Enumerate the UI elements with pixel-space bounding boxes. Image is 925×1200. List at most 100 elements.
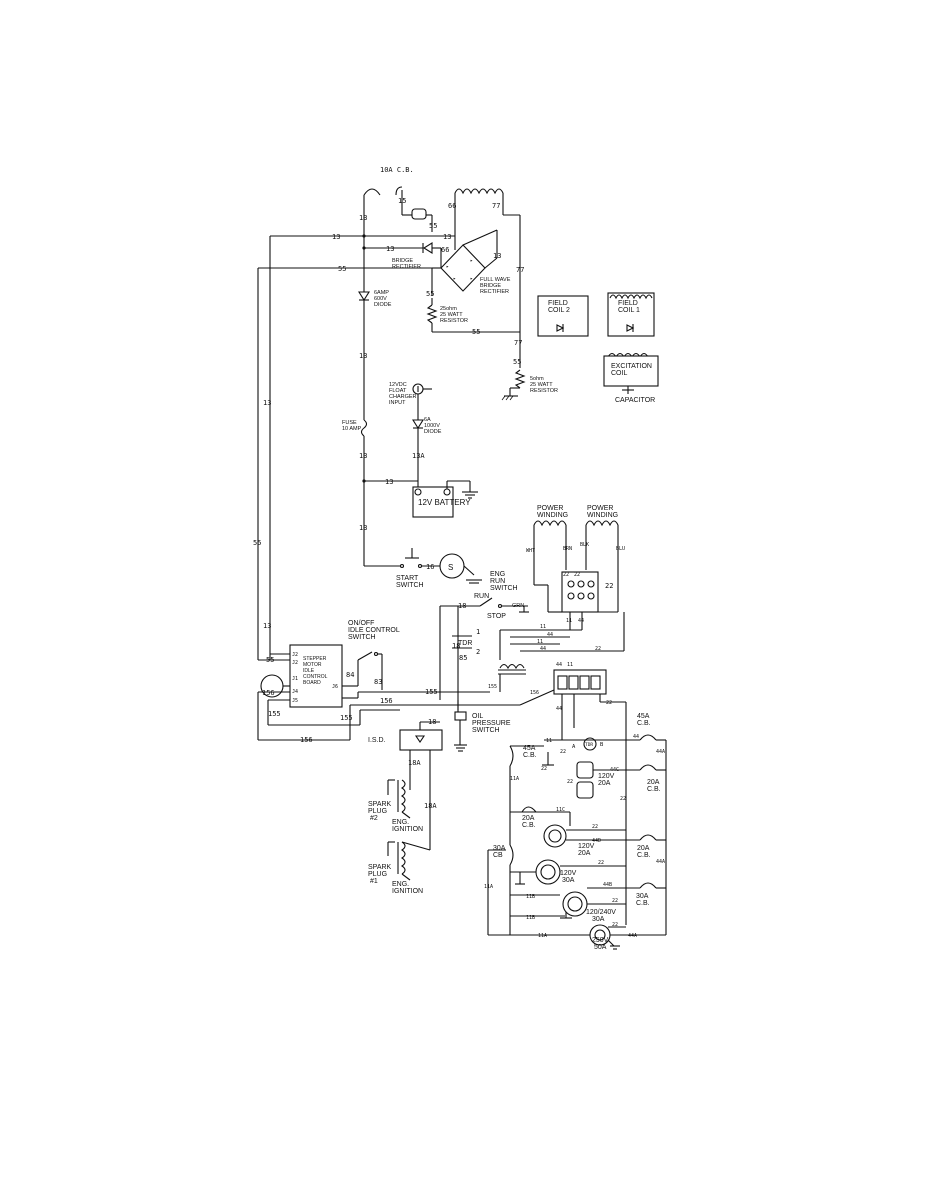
- pin-j2b: J2: [292, 660, 298, 666]
- stop-label: STOP: [487, 613, 506, 620]
- wire-label-22-tb2: 22: [574, 572, 580, 578]
- wire-label-55-left2: 55: [266, 656, 274, 664]
- wire-label-11-ts: 11: [567, 662, 573, 668]
- resistor-small: [411, 208, 427, 220]
- pin-j4: J4: [292, 689, 298, 695]
- oil-pressure-switch: [454, 711, 467, 721]
- wire-label-18a-b: 18A: [424, 802, 437, 810]
- wire-label-22-op8: 22: [612, 922, 618, 928]
- wire-label-13-v2: 13: [359, 352, 367, 360]
- wire-label-22-op5: 22: [592, 824, 598, 830]
- left-bus: 13 13 55 55: [253, 236, 290, 664]
- cb-10a-group: 10A C.B. 15 55: [363, 166, 437, 232]
- wire-label-1: 1: [476, 628, 480, 636]
- wire-label-16a: 16: [426, 563, 434, 571]
- pin-j2: J2: [292, 652, 298, 658]
- wire-label-13-left2: 13: [263, 622, 271, 630]
- eng-ignition-label-a: ENG.IGNITION: [392, 819, 423, 833]
- wire-label-155b: 155: [268, 710, 281, 718]
- blu-label: BLU: [616, 546, 625, 552]
- wire-label-18a-a: 18A: [408, 759, 421, 767]
- wire-label-44-h1: 44: [547, 632, 553, 638]
- wire-label-22-h: 22: [595, 646, 601, 652]
- wire-label-13-h2: 13: [443, 233, 451, 241]
- wire-label-11-op: 11: [546, 738, 552, 744]
- wire-label-77b: 77: [516, 266, 524, 274]
- main-terminal-strip: 11 44 11 44 22 155 44 11 156 22 44: [488, 612, 627, 740]
- wire-label-13-h1: 13: [332, 233, 340, 241]
- wire-label-13-h4: 13: [385, 478, 393, 486]
- wire-label-44a-r2: 44A: [656, 859, 665, 865]
- wire-label-11c: 11C: [556, 807, 565, 813]
- pin-j1: J1: [292, 676, 298, 682]
- gfci-outlet-top: [576, 761, 594, 779]
- wire-label-55c: 55: [472, 328, 480, 336]
- outlet-120v-20a: [543, 824, 567, 848]
- wire-label-55d: 55: [513, 358, 521, 366]
- wire-label-156c: 156: [380, 697, 393, 705]
- wire-label-55b: 55: [426, 290, 434, 298]
- svg-text:▸: ▸: [446, 264, 449, 270]
- top-coil: 66 77 77: [448, 188, 524, 345]
- wire-label-44-ts: 44: [556, 662, 562, 668]
- wire-label-44-h2: 44: [540, 646, 546, 652]
- gfci-b-label: B: [600, 742, 604, 748]
- wire-label-11a-l: 11A: [510, 776, 519, 782]
- wire-label-11b-b: 11B: [526, 915, 535, 921]
- excitation-coil: [603, 355, 659, 387]
- wire-label-13a: 13A: [412, 452, 425, 460]
- wire-label-84: 84: [346, 671, 354, 679]
- outlet-120v-30a: [535, 859, 561, 885]
- pin-j5: J5: [292, 698, 298, 704]
- svg-text:▸: ▸: [470, 276, 473, 282]
- wire-label-155a: 155: [425, 688, 438, 696]
- wire-label-83: 83: [374, 678, 382, 686]
- svg-text:▸: ▸: [453, 276, 456, 282]
- wire-label-44-op: 44: [633, 734, 639, 740]
- wire-label-44d: 44D: [592, 838, 601, 844]
- run-label: RUN: [474, 593, 489, 600]
- wire-label-22-tb1: 22: [563, 572, 569, 578]
- wire-label-22-op2: 22: [567, 779, 573, 785]
- wire-label-13-top: 13: [359, 214, 367, 222]
- wire-label-18b: 18: [452, 642, 460, 650]
- wire-label-22-tb3: 22: [605, 582, 613, 590]
- wire-label-44-tb: 44: [578, 618, 584, 624]
- wire-label-156b: 156: [300, 736, 313, 744]
- wire-label-11-tb: 11: [566, 618, 572, 624]
- wire-label-44a-b: 44A: [628, 933, 637, 939]
- gfci-outlet-bottom: [576, 781, 594, 799]
- wire-label-156d: 156: [530, 690, 539, 696]
- outlet-120-240v-30a: [562, 891, 588, 917]
- wire-label-11a-l2: 11A: [484, 884, 493, 890]
